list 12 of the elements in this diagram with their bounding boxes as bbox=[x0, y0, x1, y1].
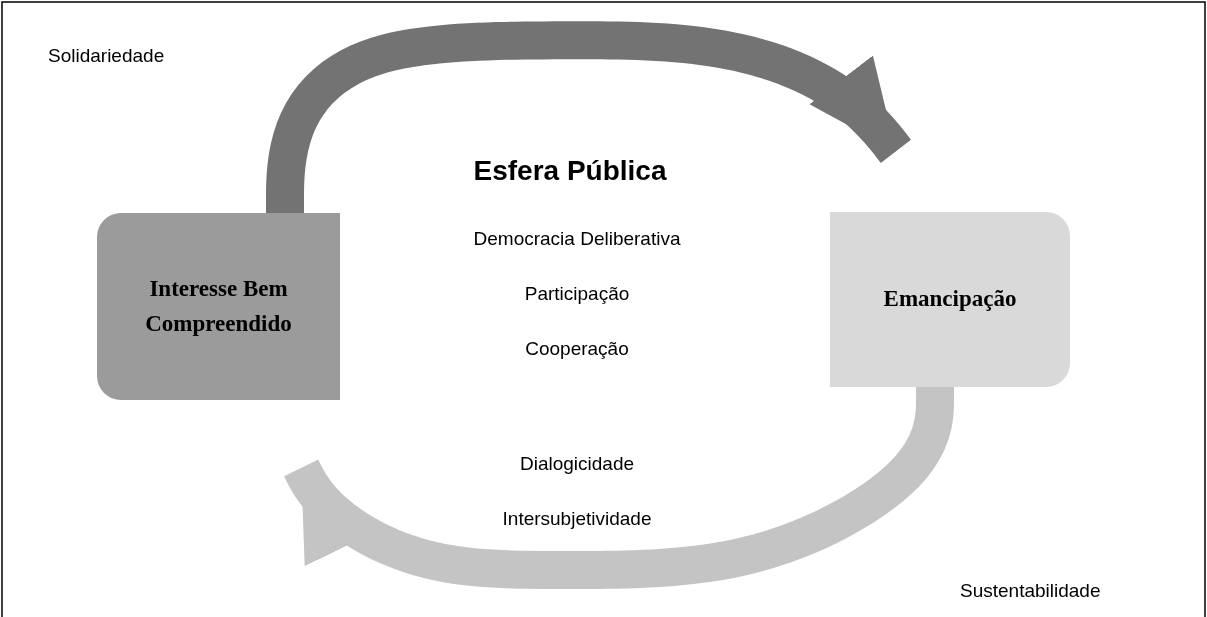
center-label: Cooperação bbox=[525, 338, 629, 360]
process-box bbox=[97, 213, 340, 400]
heading: Esfera Pública bbox=[473, 155, 667, 187]
center-label: Democracia Deliberativa bbox=[473, 228, 681, 250]
side-label: Sustentabilidade bbox=[960, 580, 1101, 602]
process-box bbox=[830, 212, 1070, 387]
center-label: Dialogicidade bbox=[519, 453, 635, 475]
box-label: Emancipação bbox=[883, 285, 1017, 314]
side-label: Solidariedade bbox=[48, 45, 165, 67]
box-label: Interesse Bem Compreendido bbox=[144, 275, 293, 338]
center-label: Participação bbox=[524, 283, 630, 305]
center-label: Intersubjetividade bbox=[502, 508, 652, 530]
